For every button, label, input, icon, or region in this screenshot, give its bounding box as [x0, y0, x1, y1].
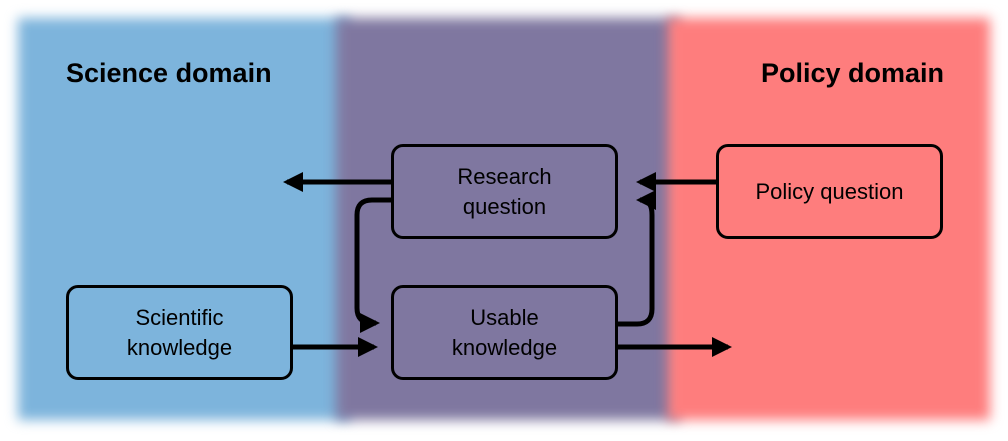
- usable-knowledge-box: Usable knowledge: [391, 285, 618, 380]
- research-question-box: Research question: [391, 144, 618, 239]
- policy-question-label: Policy question: [755, 178, 904, 204]
- arrow-usable-to-research: [618, 190, 657, 327]
- usable-knowledge-label: Usable knowledge: [451, 304, 558, 360]
- science-domain-title: Science domain: [66, 58, 272, 88]
- arrow-research-to-usable: [354, 197, 391, 333]
- policy-question-box: Policy question: [716, 144, 943, 239]
- research-question-label: Research question: [457, 163, 552, 219]
- scientific-knowledge-label: Scientific knowledge: [126, 304, 233, 360]
- scientific-knowledge-box: Scientific knowledge: [66, 285, 293, 380]
- policy-domain-title: Policy domain: [760, 58, 944, 88]
